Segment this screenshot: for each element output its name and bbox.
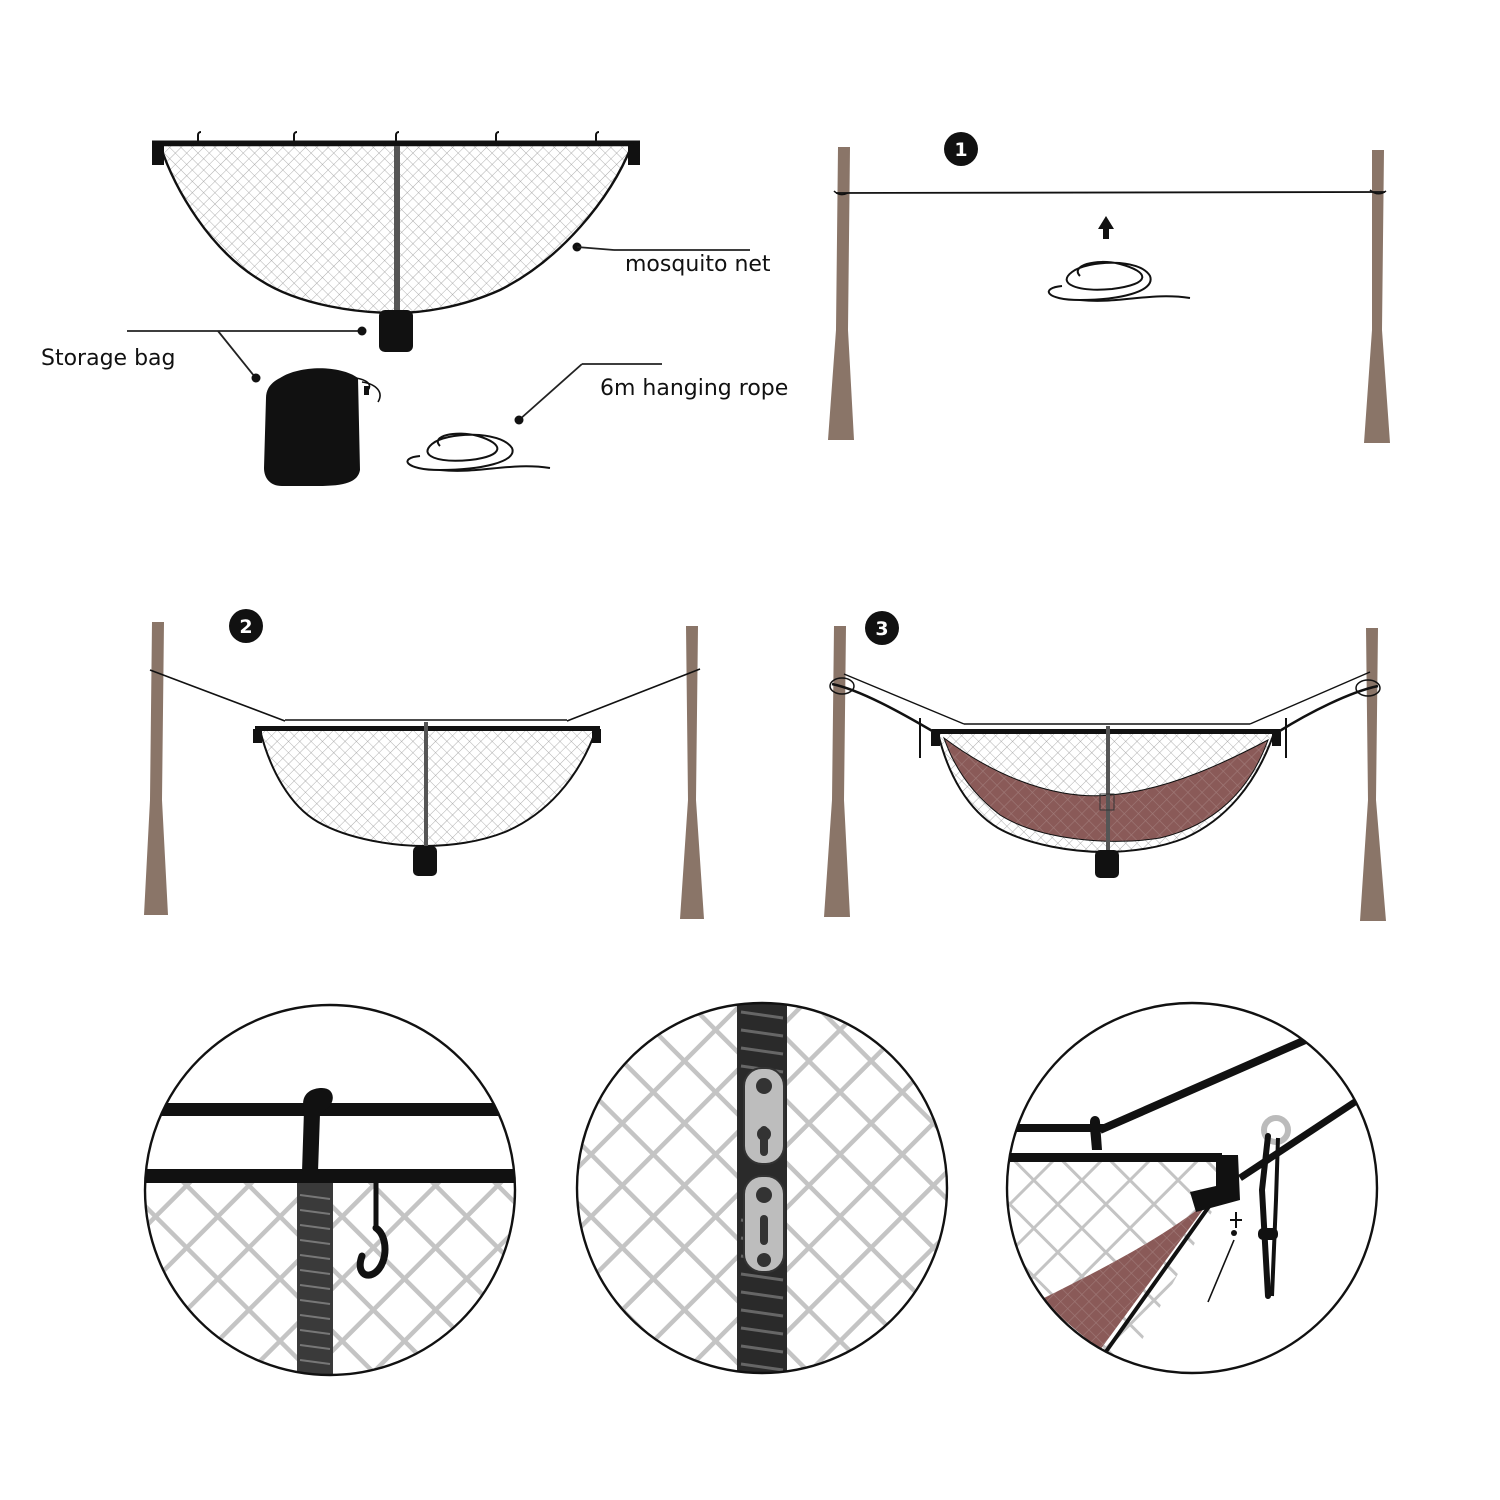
mosquito-net-label: mosquito net	[625, 252, 771, 277]
step-2-panel: 2	[144, 609, 704, 919]
hook-icon	[356, 1183, 389, 1279]
rope-line	[835, 191, 1386, 194]
hammock	[942, 736, 1269, 842]
detail-corner-circle	[1005, 1001, 1379, 1375]
tree-left	[824, 626, 850, 917]
hanging-rope-label: 6m hanging rope	[600, 376, 788, 401]
attached-pouch	[413, 846, 437, 876]
storage-bag-icon	[264, 368, 381, 486]
zipper-icon	[297, 1183, 333, 1375]
detail-zipper-circle	[575, 1001, 949, 1375]
storage-bag-label: Storage bag	[41, 346, 175, 371]
step-3-panel: 3	[824, 611, 1386, 921]
attached-pouch	[379, 310, 413, 352]
coiled-rope-icon	[406, 432, 551, 472]
svg-text:2: 2	[239, 616, 252, 638]
tree-left	[828, 147, 854, 440]
step-3-badge: 3	[865, 611, 899, 645]
svg-text:3: 3	[875, 618, 888, 640]
tree-left	[144, 622, 168, 915]
hanging-clips	[197, 131, 600, 143]
step-2-badge: 2	[229, 609, 263, 643]
zipper-slider-bottom	[743, 1175, 785, 1273]
zipper-slider-top	[743, 1067, 785, 1165]
tree-right	[1360, 628, 1386, 921]
coiled-rope-icon	[1047, 260, 1191, 302]
attached-pouch	[1095, 850, 1119, 878]
detail-hook-circle	[143, 1003, 517, 1377]
tree-right	[680, 626, 704, 919]
svg-text:1: 1	[954, 139, 967, 161]
tree-right	[1364, 150, 1390, 443]
contents-panel: mosquito net Storage bag 6m hanging rope	[41, 131, 788, 486]
arrow-up-icon	[1098, 216, 1114, 239]
step-1-badge: 1	[944, 132, 978, 166]
step-1-panel: 1	[828, 132, 1390, 443]
